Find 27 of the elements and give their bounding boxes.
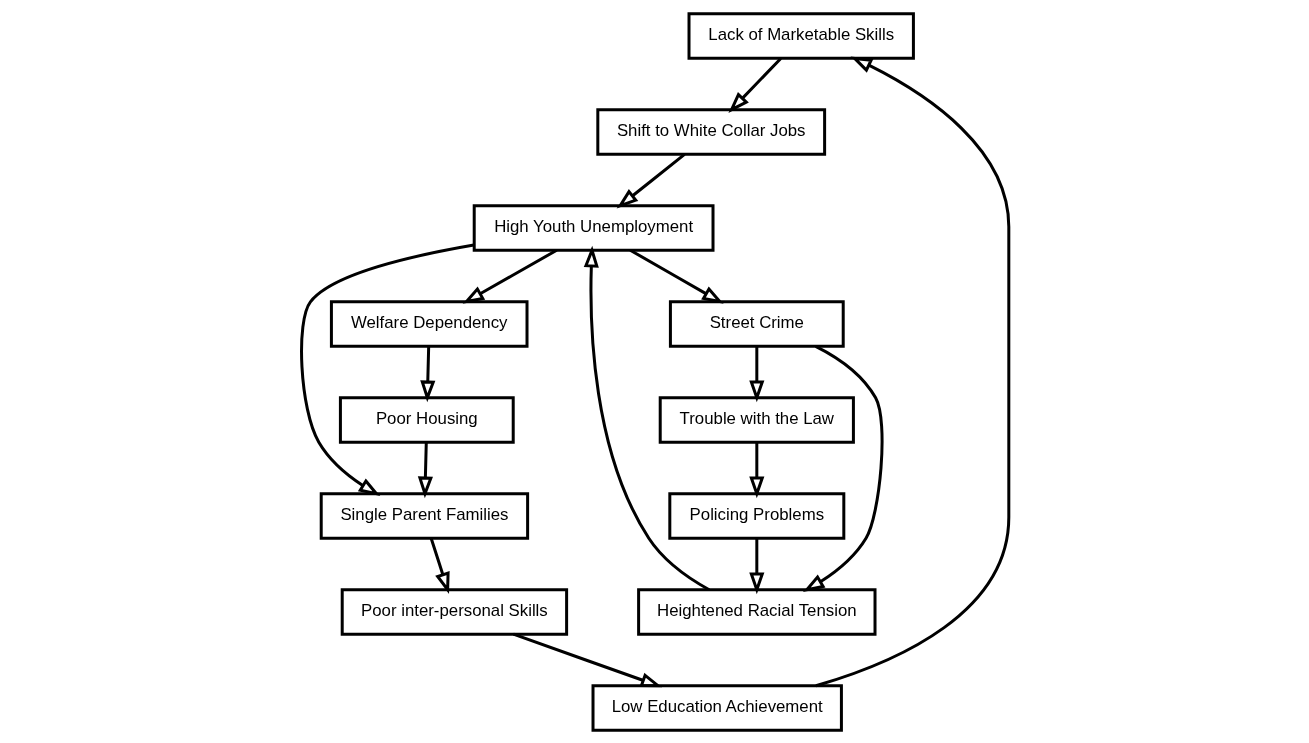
node-box: Lack of Marketable Skills [687, 11, 915, 60]
node-box: Poor Housing [338, 395, 515, 444]
arrow [429, 537, 450, 594]
arrow [748, 441, 764, 498]
arrow [616, 152, 685, 208]
node-box: Heightened Racial Tension [636, 587, 876, 636]
node-box: Trouble with the Law [658, 395, 855, 444]
arrow [748, 345, 764, 402]
arrow [419, 345, 435, 402]
node-box: Low Education Achievement [591, 683, 843, 732]
node-box: Shift to White Collar Jobs [595, 107, 826, 156]
arrow [727, 56, 782, 113]
arrow [802, 344, 884, 592]
node-box: Welfare Dependency [329, 299, 528, 348]
arrow [583, 245, 710, 591]
node-box: Street Crime [668, 299, 845, 348]
arrow [512, 632, 662, 687]
arrow [299, 243, 474, 496]
arrow [748, 537, 764, 594]
node-box: High Youth Unemployment [472, 203, 714, 252]
arrow [815, 55, 1010, 687]
node-box: Poor inter-personal Skills [340, 587, 568, 636]
arrow [417, 441, 433, 498]
node-box: Single Parent Families [319, 491, 529, 540]
arrow [629, 248, 724, 304]
arrow [462, 248, 557, 304]
node-box: Policing Problems [667, 491, 845, 540]
